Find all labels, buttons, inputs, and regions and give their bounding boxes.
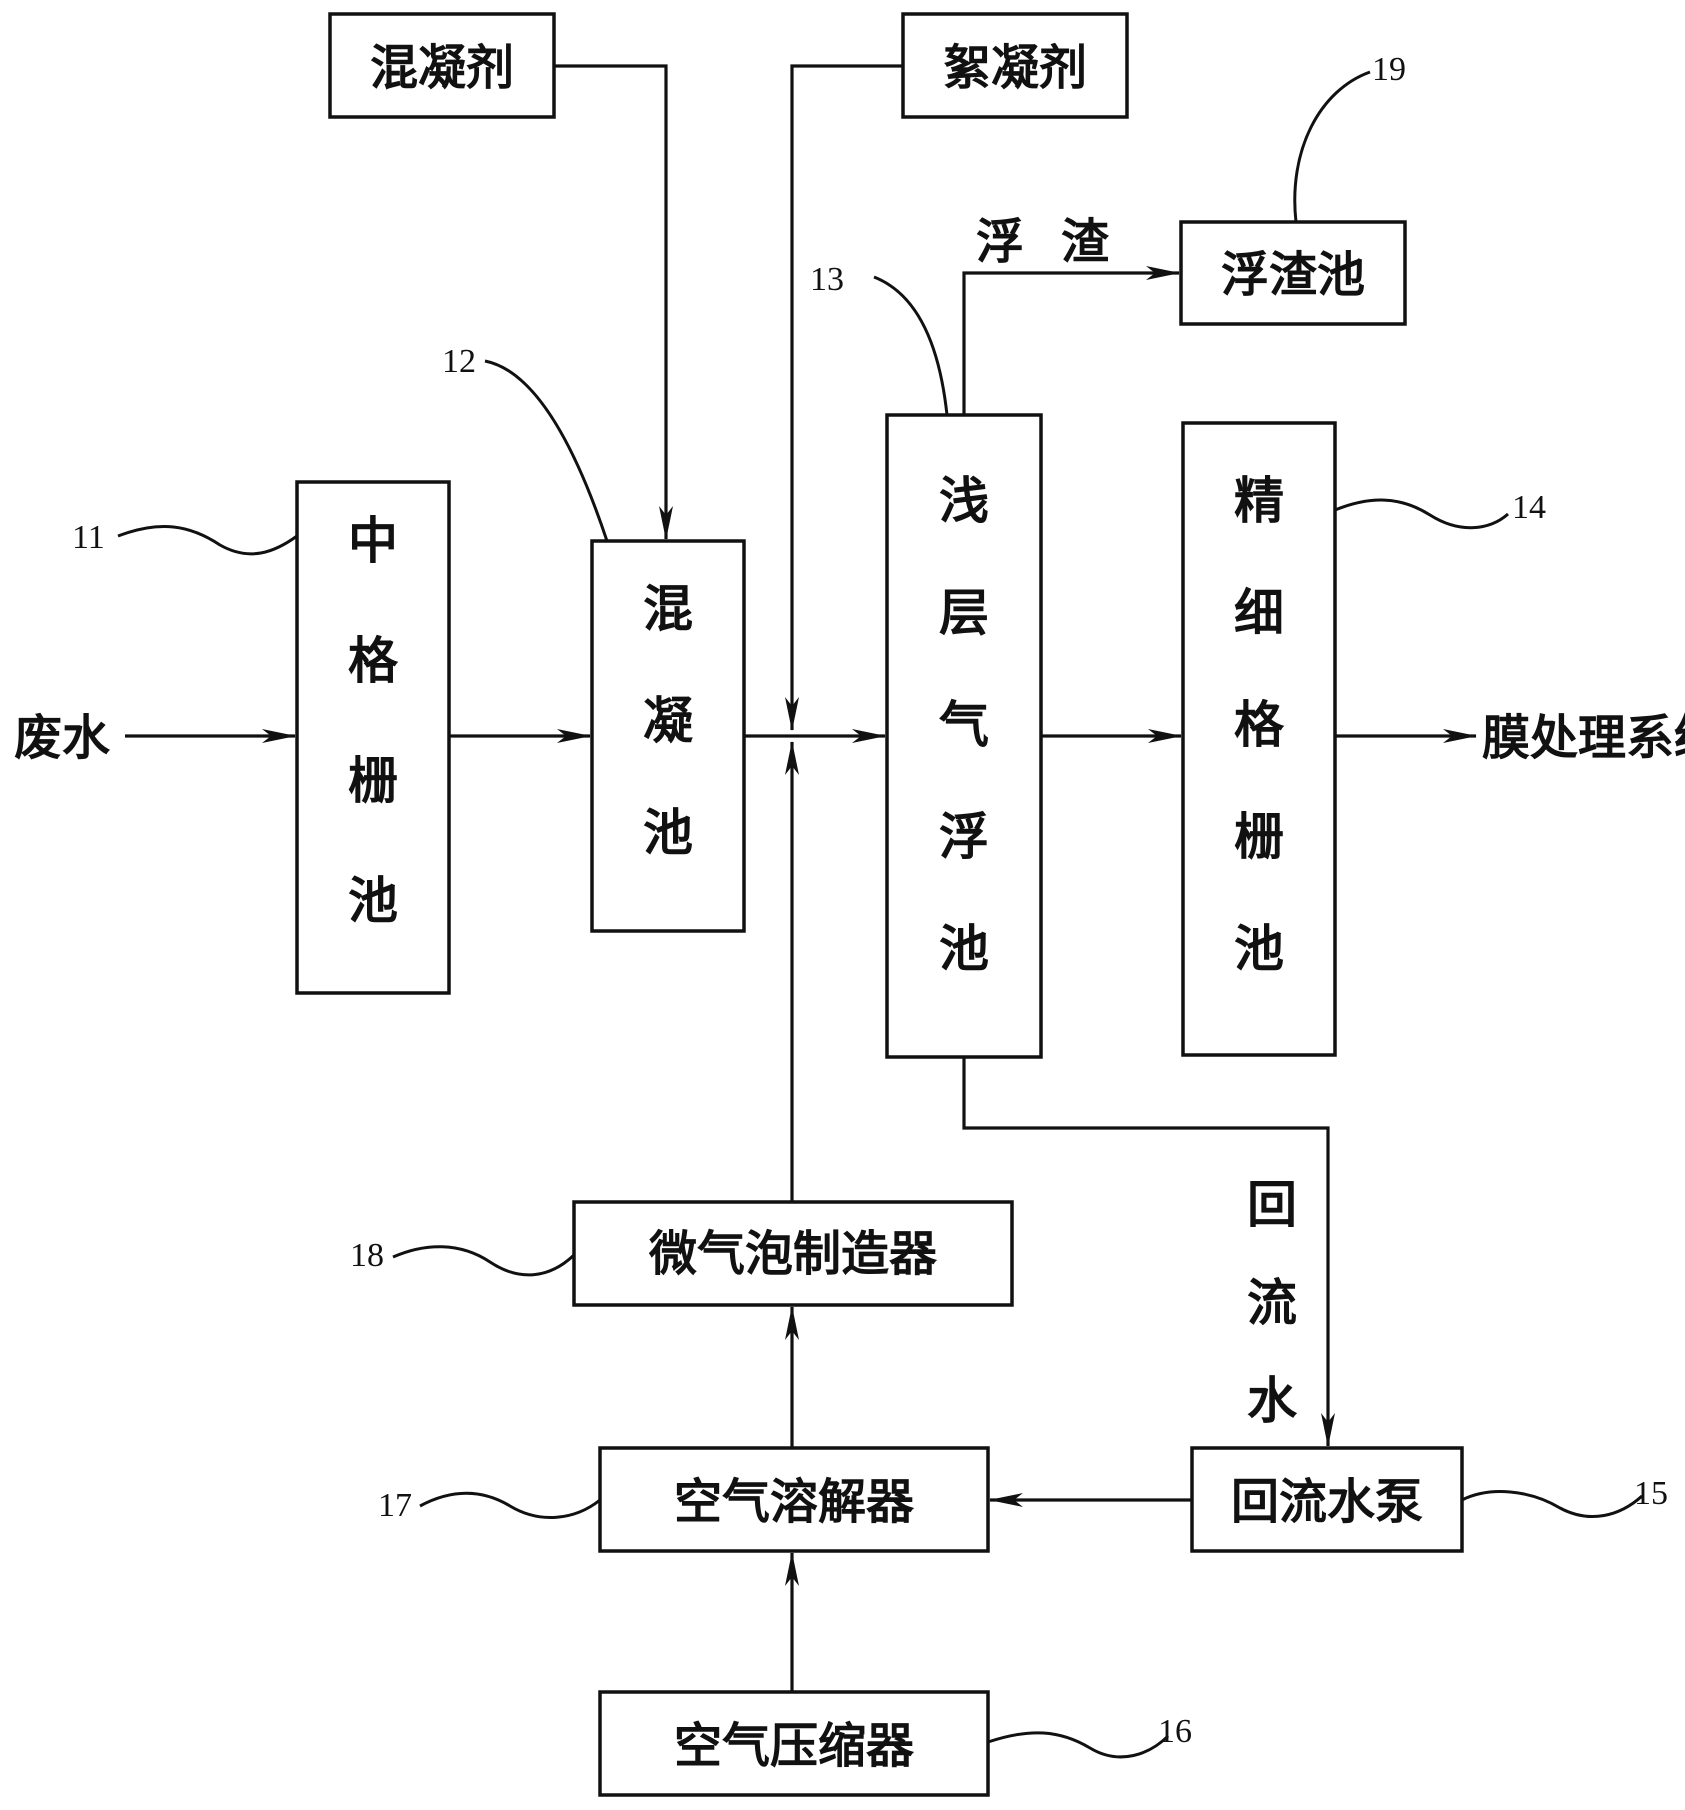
vertical-label-char: 精 bbox=[1234, 471, 1284, 530]
vertical-label-char: 池 bbox=[1234, 919, 1284, 978]
leader-14 bbox=[1334, 498, 1509, 530]
ref-number-11: 11 bbox=[72, 519, 105, 556]
flocculant-feed-arrow bbox=[785, 64, 903, 731]
vertical-label-char: 混 bbox=[643, 579, 693, 638]
air-compressor-label: 空气压缩器 bbox=[674, 1718, 915, 1774]
scum-tank-label: 浮渣池 bbox=[1221, 247, 1365, 303]
fine-grid-tank-label: 精细格栅池 bbox=[1234, 471, 1285, 978]
medium-grid-tank-label: 中格栅池 bbox=[348, 511, 399, 930]
coagulant-feed-arrow bbox=[554, 64, 673, 540]
coagulation-tank-box bbox=[590, 539, 746, 933]
return-water-label: 回流水 bbox=[1247, 1175, 1298, 1430]
membrane-system-label: 膜处理系统 bbox=[1482, 710, 1685, 766]
flocculant-box bbox=[901, 12, 1129, 119]
flocculant-label: 絮凝剂 bbox=[943, 40, 1087, 96]
leader-17 bbox=[419, 1491, 601, 1519]
microbubble-generator-label: 微气泡制造器 bbox=[648, 1226, 938, 1282]
ref-number-15: 15 bbox=[1634, 1475, 1668, 1512]
coagulant-box bbox=[328, 12, 556, 119]
vertical-label-char: 池 bbox=[643, 803, 693, 862]
vertical-label-char: 回 bbox=[1247, 1175, 1297, 1234]
coagulant-label: 混凝剂 bbox=[370, 40, 514, 96]
ref-number-14: 14 bbox=[1512, 489, 1546, 526]
vertical-label-char: 流 bbox=[1247, 1273, 1297, 1332]
scum-line-arrow bbox=[962, 266, 1180, 415]
ref-number-16: 16 bbox=[1158, 1713, 1192, 1750]
vertical-label-char: 栅 bbox=[348, 751, 398, 810]
ref-number-18: 18 bbox=[350, 1237, 384, 1274]
vertical-label-char: 气 bbox=[939, 695, 989, 754]
air-compressor-box bbox=[598, 1690, 990, 1797]
leader-13 bbox=[873, 275, 949, 416]
return-water-line-arrow bbox=[962, 1057, 1335, 1447]
leader-18 bbox=[392, 1245, 576, 1277]
vertical-label-char: 凝 bbox=[643, 691, 693, 750]
leader-19 bbox=[1293, 70, 1371, 223]
scum-tank-box bbox=[1179, 220, 1407, 326]
vertical-label-char: 层 bbox=[939, 583, 989, 642]
vertical-label-char: 中 bbox=[348, 511, 398, 570]
leader-11 bbox=[117, 525, 298, 556]
ref-number-12: 12 bbox=[442, 343, 476, 380]
ref-number-13: 13 bbox=[810, 261, 844, 298]
vertical-label-char: 细 bbox=[1234, 583, 1284, 642]
vertical-label-char: 池 bbox=[348, 871, 398, 930]
fine-grid-tank-box bbox=[1181, 421, 1337, 1057]
ref-number-19: 19 bbox=[1372, 51, 1406, 88]
leader-12 bbox=[484, 359, 609, 542]
ref-number-17: 17 bbox=[378, 1487, 412, 1524]
shallow-flotation-tank-label: 浅层气浮池 bbox=[939, 471, 989, 978]
coagulation-tank-label: 混凝池 bbox=[643, 579, 693, 862]
scum-label-char-2: 渣 bbox=[1061, 214, 1110, 270]
vertical-label-char: 水 bbox=[1247, 1371, 1298, 1430]
microbubble-generator-box bbox=[572, 1200, 1014, 1307]
leader-16 bbox=[987, 1731, 1170, 1759]
vertical-label-char: 格 bbox=[348, 631, 399, 690]
leader-15 bbox=[1461, 1490, 1644, 1518]
vertical-label-char: 池 bbox=[939, 919, 989, 978]
return-water-pump-box bbox=[1190, 1446, 1464, 1553]
vertical-label-char: 浅 bbox=[939, 471, 989, 530]
wastewater-label: 废水 bbox=[14, 710, 111, 766]
return-water-pump-label: 回流水泵 bbox=[1231, 1474, 1423, 1530]
shallow-flotation-tank-box bbox=[885, 413, 1043, 1059]
air-dissolver-label: 空气溶解器 bbox=[674, 1474, 915, 1530]
vertical-label-char: 栅 bbox=[1234, 807, 1284, 866]
vertical-label-char: 浮 bbox=[939, 807, 989, 866]
vertical-label-char: 格 bbox=[1234, 695, 1285, 754]
scum-label-char-1: 浮 bbox=[976, 214, 1024, 270]
medium-grid-tank-box bbox=[295, 480, 451, 995]
air-dissolver-box bbox=[598, 1446, 990, 1553]
